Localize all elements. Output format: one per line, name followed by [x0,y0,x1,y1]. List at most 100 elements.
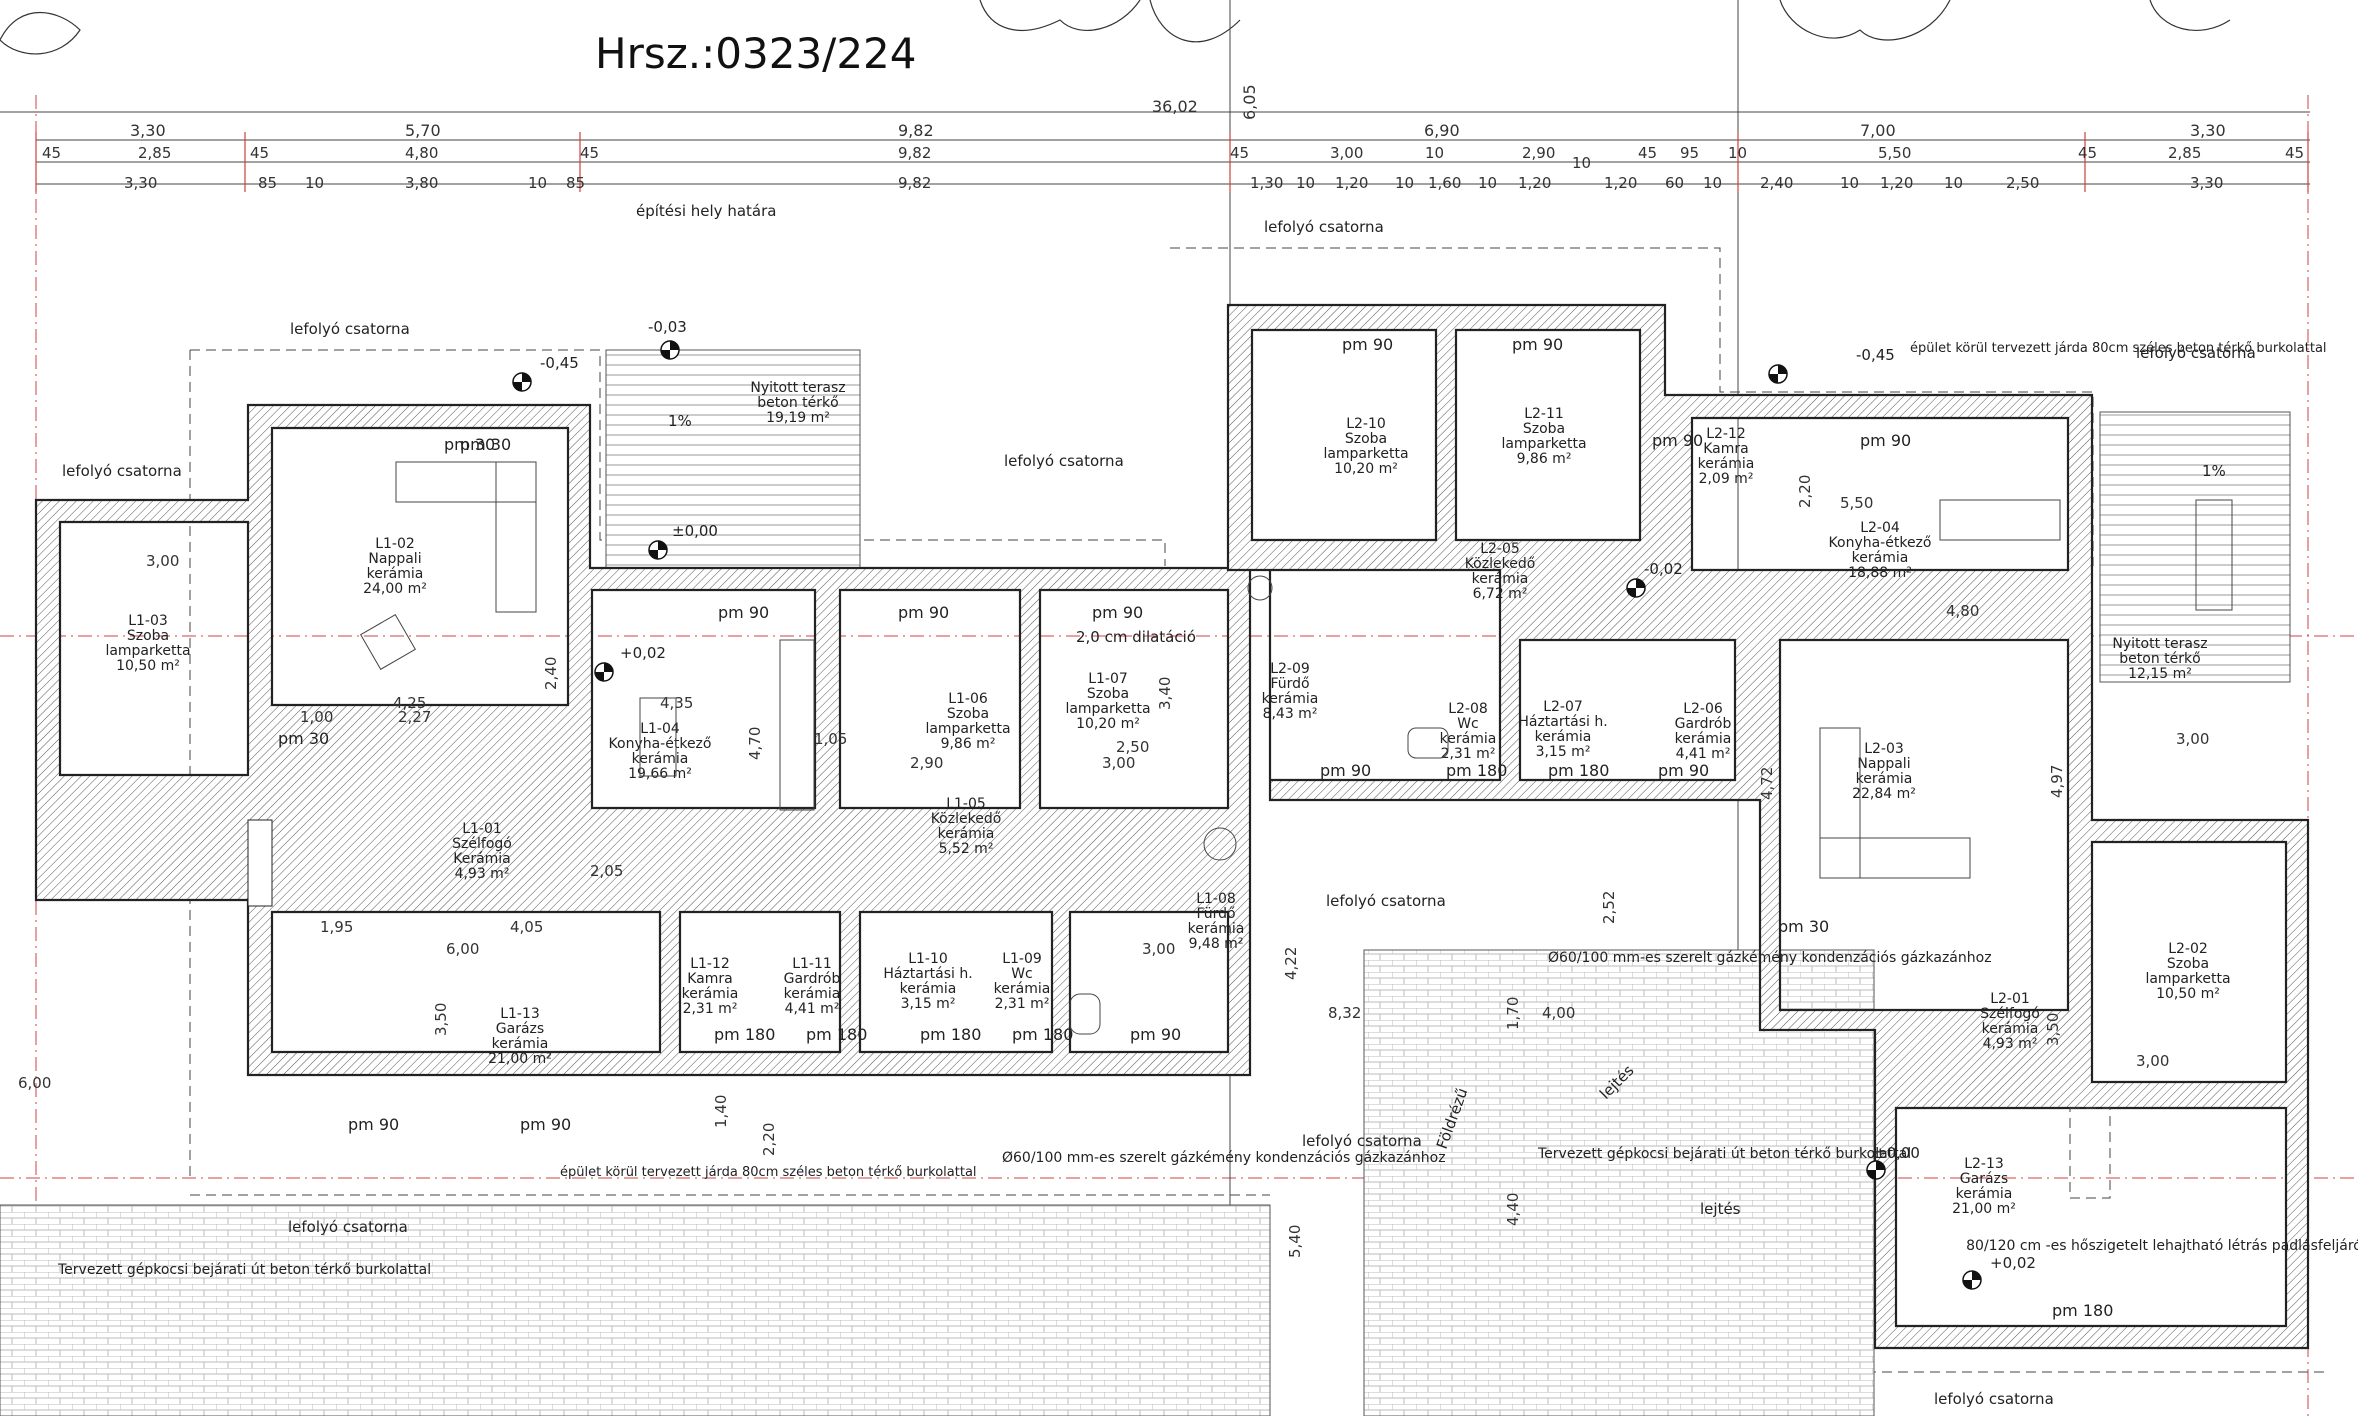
svg-text:-0,02: -0,02 [1644,560,1683,578]
svg-text:2,09 m²: 2,09 m² [1699,471,1754,487]
svg-text:L2-04: L2-04 [1860,520,1900,536]
svg-text:pm 180: pm 180 [1446,761,1507,780]
svg-text:pm 90: pm 90 [1092,603,1143,622]
svg-text:Szoba: Szoba [1523,421,1565,437]
svg-text:L1-04: L1-04 [640,721,680,737]
dim-r3-20: 10 [1944,174,1963,192]
svg-text:L2-13: L2-13 [1964,1156,2004,1172]
svg-text:pm 90: pm 90 [1320,761,1371,780]
svg-text:4,72: 4,72 [1758,767,1776,800]
dim-r2-12: 95 [1680,144,1699,162]
svg-text:2,05: 2,05 [590,862,623,880]
dim-r3-22: 3,30 [2190,174,2223,192]
svg-text:5,40: 5,40 [1286,1225,1304,1258]
svg-text:Közlekedő: Közlekedő [931,811,1002,827]
svg-text:3,50: 3,50 [432,1003,450,1036]
svg-text:19,66 m²: 19,66 m² [628,766,692,782]
svg-text:3,00: 3,00 [1142,940,1175,958]
svg-text:4,41 m²: 4,41 m² [1676,746,1731,762]
svg-text:Szoba: Szoba [947,706,989,722]
svg-text:L1-08: L1-08 [1196,891,1236,907]
svg-text:3,00: 3,00 [2176,730,2209,748]
furniture [359,461,2233,1035]
svg-text:Gardrób: Gardrób [1675,716,1732,732]
svg-text:Szoba: Szoba [2167,956,2209,972]
svg-text:L2-02: L2-02 [2168,941,2208,957]
dim-r1-4: 7,00 [1860,121,1896,140]
gutter-label-8: lefolyó csatorna [288,1218,408,1236]
svg-text:3,50: 3,50 [2044,1013,2062,1046]
svg-text:Közlekedő: Közlekedő [1465,556,1536,572]
svg-text:Nappali: Nappali [368,551,421,567]
svg-text:L1-05: L1-05 [946,796,986,812]
svg-text:pm 90: pm 90 [1658,761,1709,780]
svg-text:-0,45: -0,45 [540,354,579,372]
driveway-left-paving [0,1204,1271,1416]
dim-r3-5: 85 [566,174,585,192]
terrace-left-surface [605,349,861,569]
svg-text:22,84 m²: 22,84 m² [1852,786,1916,802]
svg-text:kerámia: kerámia [1956,1186,2013,1202]
dim-r3-16: 10 [1703,174,1722,192]
svg-text:3,15 m²: 3,15 m² [901,996,956,1012]
svg-text:3,00: 3,00 [146,552,179,570]
svg-text:pm 90: pm 90 [1512,335,1563,354]
svg-text:Garázs: Garázs [1960,1171,2008,1187]
dim-r2-3: 4,80 [405,144,438,162]
svg-text:2,52: 2,52 [1600,891,1618,924]
svg-text:L2-01: L2-01 [1990,991,2030,1007]
dim-r3-4: 10 [528,174,547,192]
svg-text:L1-09: L1-09 [1002,951,1042,967]
svg-text:L1-10: L1-10 [908,951,948,967]
svg-text:L1-01: L1-01 [462,821,502,837]
svg-text:kerámia: kerámia [938,826,995,842]
gutter-label-7: lefolyó csatorna [1302,1132,1422,1150]
svg-text:4,41 m²: 4,41 m² [785,1001,840,1017]
svg-text:kerámia: kerámia [1852,550,1909,566]
slope-label: lejtés [1700,1200,1741,1218]
lot-number-title: Hrsz.:0323/224 [595,29,916,78]
svg-text:L1-07: L1-07 [1088,671,1128,687]
svg-text:lamparketta: lamparketta [2145,971,2230,987]
dim-r2-10: 10 [1572,154,1591,172]
dim-vertical-top: 6,05 [1240,84,1259,120]
dim-r3-15: 60 [1665,174,1684,192]
ladder-note: 80/120 cm -es hőszigetelt lehajtható lét… [1966,1238,2358,1254]
dim-r3-0: 3,30 [124,174,157,192]
level-markers: -0,45 -0,03 ±0,00 +0,02 -0,02 -0,45 ±0,0… [512,318,2036,1290]
svg-text:10,20 m²: 10,20 m² [1076,716,1140,732]
svg-text:Szélfogó: Szélfogó [452,836,512,852]
svg-text:Wc: Wc [1457,716,1479,732]
svg-text:Gardrób: Gardrób [784,971,841,987]
svg-text:2,20: 2,20 [1796,475,1814,508]
svg-text:pm 90: pm 90 [1652,431,1703,450]
svg-text:Nappali: Nappali [1857,756,1910,772]
svg-text:4,35: 4,35 [660,694,693,712]
svg-text:2,27: 2,27 [398,708,431,726]
svg-text:L2-12: L2-12 [1706,426,1746,442]
level-marker-icon [512,372,532,392]
svg-text:pm 180: pm 180 [920,1025,981,1044]
svg-text:1,95: 1,95 [320,918,353,936]
dim-r3-6: 9,82 [898,174,931,192]
svg-text:kerámia: kerámia [367,566,424,582]
svg-text:4,25: 4,25 [393,694,426,712]
svg-text:kerámia: kerámia [1472,571,1529,587]
level-marker-icon [660,340,680,360]
attic-ladder-outline [2069,1107,2111,1199]
svg-text:±0,00: ±0,00 [672,522,718,540]
svg-text:6,72 m²: 6,72 m² [1473,586,1528,602]
svg-text:kerámia: kerámia [994,981,1051,997]
dim-r1-3: 6,90 [1424,121,1460,140]
svg-text:4,93 m²: 4,93 m² [455,866,510,882]
